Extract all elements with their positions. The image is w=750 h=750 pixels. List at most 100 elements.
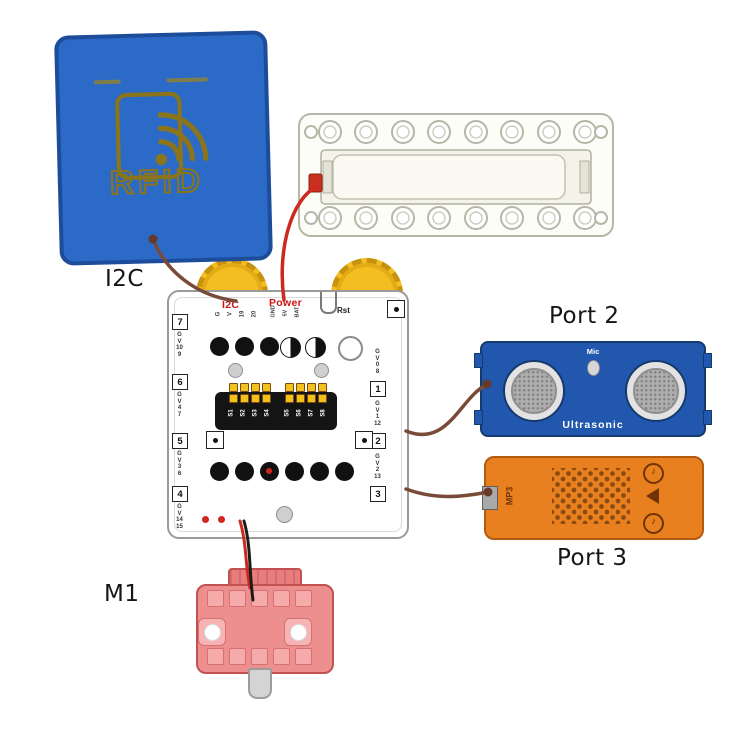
servo-pin bbox=[251, 394, 260, 403]
servo-pins-group2 bbox=[285, 383, 327, 403]
rfid-print-mark-right bbox=[166, 77, 208, 83]
label-port3: Port 3 bbox=[557, 545, 628, 571]
motor-shaft bbox=[248, 668, 272, 699]
led bbox=[266, 468, 272, 474]
port-6-number: 6 bbox=[172, 374, 188, 390]
port-3-pins: G V 2 13 bbox=[374, 454, 381, 480]
servo-pin bbox=[229, 394, 238, 403]
stud bbox=[229, 590, 246, 607]
microphone bbox=[587, 360, 600, 376]
servo-pin bbox=[296, 394, 305, 403]
reset-slot bbox=[320, 292, 337, 314]
mp3-play-icon bbox=[646, 488, 659, 504]
header-hole bbox=[335, 462, 354, 481]
pin-label: GND bbox=[270, 305, 277, 318]
ultrasonic-left-transducer bbox=[503, 360, 565, 422]
motor-mount-right bbox=[284, 618, 312, 646]
port-3-number: 3 bbox=[370, 486, 386, 502]
stud bbox=[207, 590, 224, 607]
servo-label: S8 bbox=[320, 409, 327, 417]
pin-label: 20 bbox=[251, 310, 258, 318]
screw bbox=[276, 506, 293, 523]
servo-pin bbox=[229, 383, 238, 392]
port-4-pins: G V 14 15 bbox=[176, 504, 183, 530]
stud bbox=[229, 648, 246, 665]
pin-label: 19 bbox=[239, 310, 246, 318]
servo-pin bbox=[318, 394, 327, 403]
battery-holes-bottom-rings bbox=[323, 211, 592, 225]
mp3-button-bottom: ♪ bbox=[643, 513, 664, 534]
port-5-number: 5 bbox=[172, 433, 188, 449]
battery-power-plug bbox=[308, 173, 323, 193]
servo-labels-group1: S1 S2 S3 S4 bbox=[227, 406, 272, 420]
servo-pin bbox=[240, 394, 249, 403]
stud bbox=[251, 590, 268, 607]
mount-tab bbox=[474, 353, 483, 368]
main-controller-board: I2C G V 19 20 Power GND 5V BAT Rst bbox=[167, 290, 409, 539]
pin-label: V bbox=[227, 312, 234, 317]
servo-pin bbox=[307, 383, 316, 392]
board-i2c-pin-labels: G V 19 20 bbox=[214, 310, 259, 318]
board-power-pin-labels: GND 5V BAT bbox=[269, 305, 302, 318]
stud bbox=[273, 590, 290, 607]
transducer-mesh bbox=[633, 368, 679, 414]
label-port2: Port 2 bbox=[549, 303, 620, 329]
mp3-module: MP3 ♪ ♪ bbox=[482, 456, 704, 540]
port-1-number: 1 bbox=[370, 381, 386, 397]
servo-pin bbox=[251, 383, 260, 392]
speaker-grille bbox=[552, 468, 630, 524]
connector-dot bbox=[393, 306, 399, 312]
servo-pin bbox=[262, 394, 271, 403]
servo-pin bbox=[285, 394, 294, 403]
header-hole bbox=[235, 337, 254, 356]
mp3-connector bbox=[482, 486, 498, 510]
servo-pin bbox=[296, 383, 305, 392]
board-left-connector bbox=[206, 431, 224, 449]
mount-hole bbox=[289, 623, 307, 641]
transducer-mesh bbox=[511, 368, 557, 414]
port-7-pins: G V 10 9 bbox=[176, 332, 183, 358]
pin-label: BAT bbox=[294, 306, 301, 318]
rfid-artwork: RFID bbox=[93, 77, 209, 203]
servo-pin bbox=[262, 383, 271, 392]
servo-pin bbox=[285, 383, 294, 392]
battery-contact-left bbox=[322, 160, 333, 194]
motor-studs-row2 bbox=[207, 648, 312, 665]
label-i2c: I2C bbox=[105, 266, 144, 292]
port-2-pins: G V 1 12 bbox=[374, 401, 381, 427]
motor-studs-row1 bbox=[207, 590, 312, 607]
screw bbox=[314, 363, 329, 378]
stud bbox=[273, 648, 290, 665]
ultrasonic-module: Mic Ultrasonic bbox=[474, 341, 712, 437]
screw bbox=[228, 363, 243, 378]
mount-tab bbox=[703, 410, 712, 425]
header-hole bbox=[235, 462, 254, 481]
wifi-signal-icon bbox=[157, 112, 209, 162]
power-hole bbox=[305, 337, 326, 358]
connector-dot bbox=[361, 437, 367, 443]
port-7-number: 7 bbox=[172, 314, 188, 330]
led bbox=[202, 516, 209, 523]
port-5-pins: G V 3 6 bbox=[177, 451, 182, 477]
mount-tab bbox=[703, 353, 712, 368]
header-hole bbox=[260, 337, 279, 356]
ultrasonic-title: Ultrasonic bbox=[562, 419, 624, 431]
rfid-module: RFID bbox=[54, 30, 273, 266]
ultrasonic-right-transducer bbox=[625, 360, 687, 422]
board-right-connector bbox=[355, 431, 373, 449]
pin-label: 5V bbox=[282, 309, 289, 317]
motor-mount-left bbox=[198, 618, 226, 646]
battery-contact-right bbox=[579, 160, 590, 194]
motor-module bbox=[196, 568, 334, 699]
mp3-button-top: ♪ bbox=[643, 463, 664, 484]
servo-pins-group1 bbox=[229, 383, 271, 403]
port-1-pins: G V 0 8 bbox=[375, 349, 380, 375]
wifi-dot-icon bbox=[155, 153, 167, 166]
stud bbox=[295, 590, 312, 607]
header-hole bbox=[310, 462, 329, 481]
mount-hole bbox=[203, 623, 221, 641]
power-hole bbox=[280, 337, 301, 358]
connector-dot bbox=[212, 437, 218, 443]
rfid-print-mark-left bbox=[93, 79, 121, 85]
header-hole bbox=[210, 462, 229, 481]
